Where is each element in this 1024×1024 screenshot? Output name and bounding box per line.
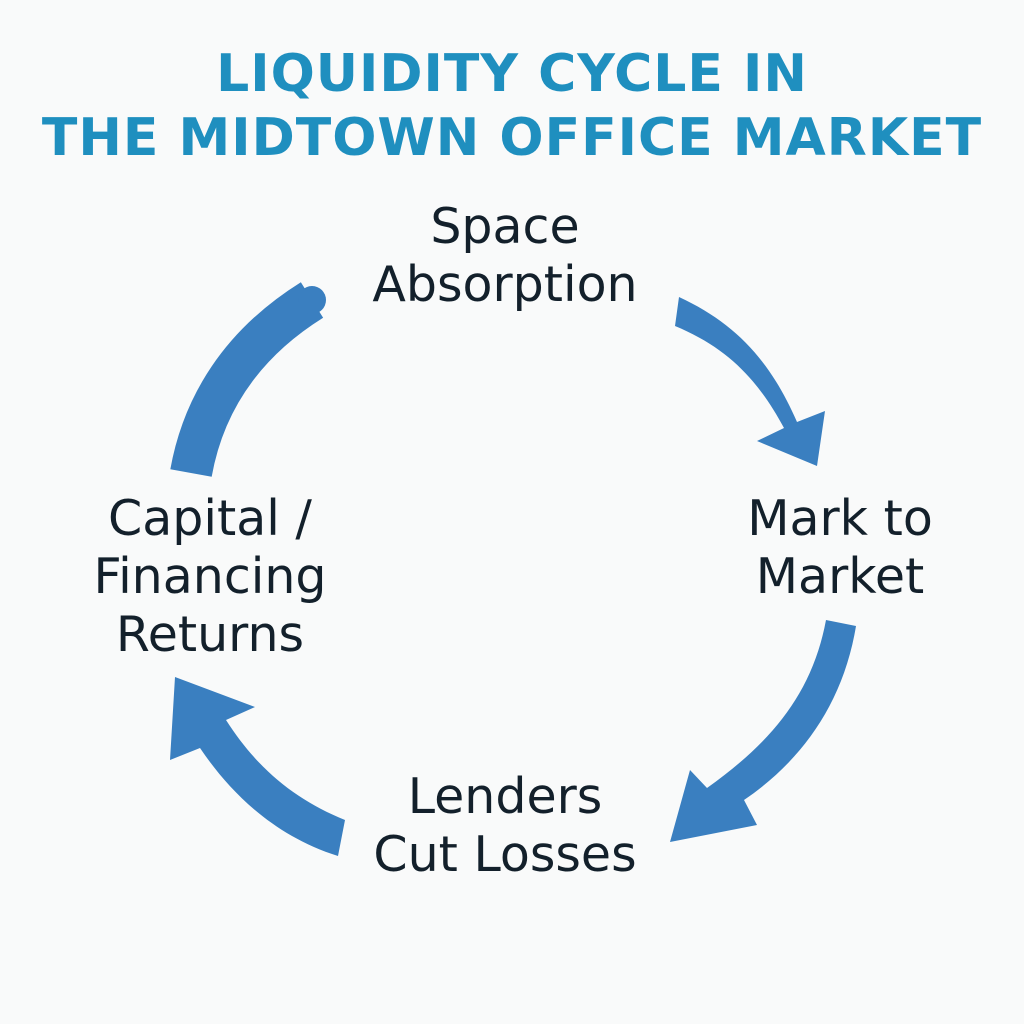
node-lenders-cut-losses: Lenders Cut Losses bbox=[355, 768, 655, 884]
diagram-title-line-1: LIQUIDITY CYCLE IN bbox=[216, 44, 808, 104]
node-label-line: Capital / bbox=[108, 490, 312, 547]
node-space-absorption: Space Absorption bbox=[355, 198, 655, 314]
node-mark-to-market: Mark to Market bbox=[720, 490, 960, 606]
node-label-line: Returns bbox=[115, 606, 305, 663]
node-label-line: Absorption bbox=[372, 256, 638, 313]
arrow-absorption-to-mark bbox=[675, 297, 825, 466]
node-label-line: Space bbox=[430, 198, 580, 255]
arrow-mark-to-lenders bbox=[670, 620, 856, 842]
node-label-line: Cut Losses bbox=[373, 826, 637, 883]
diagram-title-line-2: THE MIDTOWN OFFICE MARKET bbox=[41, 108, 983, 168]
node-label-line: Financing bbox=[93, 548, 327, 605]
node-label-line: Market bbox=[755, 548, 925, 605]
arc-capital-to-absorption bbox=[170, 282, 326, 478]
arrow-lenders-to-capital bbox=[170, 677, 345, 856]
node-label-line: Lenders bbox=[407, 768, 603, 825]
node-capital-financing-returns: Capital / Financing Returns bbox=[60, 490, 360, 664]
node-label-line: Mark to bbox=[747, 490, 933, 547]
